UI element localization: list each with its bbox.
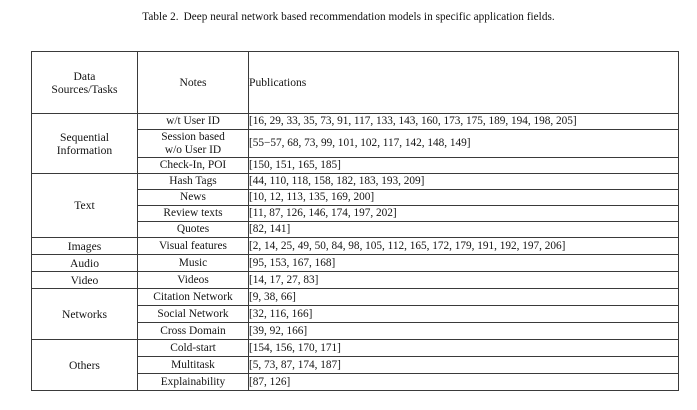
note-label-line1: w/t User ID <box>166 115 220 128</box>
note-label-line1: Social Network <box>157 307 229 320</box>
group-cell-images: Images <box>31 237 138 255</box>
header-cell-data-sources-tasks: Data Sources/Tasks <box>31 51 138 114</box>
table-row: Others Cold-start [154, 156, 170, 171] <box>31 339 679 391</box>
group-label-line1: Images <box>67 239 102 253</box>
note-label-line1: Music <box>178 256 208 269</box>
table-row: Audio Music [95, 153, 167, 168] <box>31 254 679 272</box>
note-label-line1: Check-In, POI <box>159 159 227 172</box>
note-cell: Cross Domain <box>137 322 249 340</box>
publications-cell: [39, 92, 166] <box>248 322 679 340</box>
table-header-row: Data Sources/Tasks Notes Publications <box>31 51 679 114</box>
recommendation-models-table: Data Sources/Tasks Notes Publications Se… <box>31 51 679 391</box>
group-label-line1: Audio <box>70 256 99 270</box>
note-cell: Check-In, POI <box>137 157 249 174</box>
publications-cell: [95, 153, 167, 168] <box>248 254 679 272</box>
group-cell-audio: Audio <box>31 254 138 272</box>
table-row: Images Visual features [2, 14, 25, 49, 50,… <box>31 237 679 255</box>
table-body: Data Sources/Tasks Notes Publications Se… <box>31 51 679 391</box>
table-row: Video Videos [14, 17, 27, 83] <box>31 271 679 289</box>
table-row: Cross Domain [39, 92, 166] <box>32 322 679 340</box>
note-label-line1: Hash Tags <box>169 175 217 188</box>
group-label-line1: Sequential <box>60 130 109 144</box>
note-label-line1: Quotes <box>176 223 210 236</box>
group-cell-networks: Networks <box>31 288 138 340</box>
publications-cell: [87, 126] <box>248 373 679 391</box>
table-row: Networks Citation Network [9, 38, 66] <box>31 288 679 340</box>
note-label-line1: Visual features <box>159 239 227 252</box>
table-row: Explainability [87, 126] <box>32 373 679 391</box>
publications-cell: [5, 73, 87, 174, 187] <box>248 356 679 374</box>
table-row: Check-In, POI [150, 151, 165, 185] <box>32 157 679 174</box>
publications-cell: [154, 156, 170, 171] <box>248 339 679 357</box>
publications-cell: [150, 151, 165, 185] <box>248 157 679 174</box>
note-cell: Videos <box>137 271 249 289</box>
header-sources-line2: Sources/Tasks <box>51 82 118 96</box>
table-row: Multitask [5, 73, 87, 174, 187] <box>32 356 679 374</box>
note-label-line1: News <box>180 191 206 204</box>
group-cell-others: Others <box>31 339 138 391</box>
header-cell-notes: Notes <box>137 51 249 114</box>
note-cell: Review texts <box>137 205 249 222</box>
header-cell-publications: Publications <box>248 51 679 114</box>
group-label-line1: Video <box>70 273 99 287</box>
caption-text: Deep neural network based recommendation… <box>183 11 555 23</box>
header-sources-line1: Data <box>73 69 96 83</box>
publications-cell: [32, 116, 166] <box>248 305 679 323</box>
note-cell: Music <box>137 254 249 272</box>
note-label-line1: Session based <box>161 130 225 143</box>
publications-cell: [16, 29, 33, 35, 73, 91, 117, 133, 143, … <box>248 113 679 130</box>
note-label-line1: Citation Network <box>153 290 233 303</box>
group-cell-video: Video <box>31 271 138 289</box>
publications-cell: [82, 141] <box>248 221 679 238</box>
note-cell: Visual features <box>137 237 249 255</box>
note-cell: Social Network <box>137 305 249 323</box>
table-row: Text Hash Tags [44, 110, 118, 158, 182, 18… <box>31 173 679 238</box>
note-cell: Multitask <box>137 356 249 374</box>
note-cell: Hash Tags <box>137 173 249 190</box>
publications-cell: [11, 87, 126, 146, 174, 197, 202] <box>248 205 679 222</box>
note-cell: w/t User ID <box>137 113 249 130</box>
publications-cell: [10, 12, 113, 135, 169, 200] <box>248 189 679 206</box>
note-label-line1: Multitask <box>171 358 215 371</box>
note-cell: Citation Network <box>137 288 249 306</box>
table-container: Data Sources/Tasks Notes Publications Se… <box>31 51 679 391</box>
publications-cell: [9, 38, 66] <box>248 288 679 306</box>
note-label-line1: Cross Domain <box>160 324 226 337</box>
table-row: Quotes [82, 141] <box>32 221 679 238</box>
note-label-line1: Review texts <box>163 207 223 220</box>
note-cell: Cold-start <box>137 339 249 357</box>
publications-cell: [14, 17, 27, 83] <box>248 271 679 289</box>
note-cell: Quotes <box>137 221 249 238</box>
publications-cell: [55−57, 68, 73, 99, 101, 102, 117, 142, … <box>248 129 679 158</box>
table-caption: Table 2. Deep neural network based recomm… <box>0 11 697 23</box>
group-label-line1: Others <box>69 358 100 372</box>
caption-label: Table 2. <box>142 11 179 23</box>
publications-cell: [44, 110, 118, 158, 182, 183, 193, 209] <box>248 173 679 190</box>
group-cell-text: Text <box>31 173 138 238</box>
group-label-line1: Networks <box>61 307 108 321</box>
publications-cell: [2, 14, 25, 49, 50, 84, 98, 105, 112, 16… <box>248 237 679 255</box>
group-label-line1: Text <box>74 199 95 212</box>
note-label-line2: w/o User ID <box>164 143 222 156</box>
group-label-line2: Information <box>56 143 113 157</box>
note-label-line1: Explainability <box>160 375 226 388</box>
note-label-line1: Cold-start <box>170 341 216 354</box>
note-cell: Explainability <box>137 373 249 391</box>
note-label-line1: Videos <box>177 273 209 286</box>
note-cell: News <box>137 189 249 206</box>
